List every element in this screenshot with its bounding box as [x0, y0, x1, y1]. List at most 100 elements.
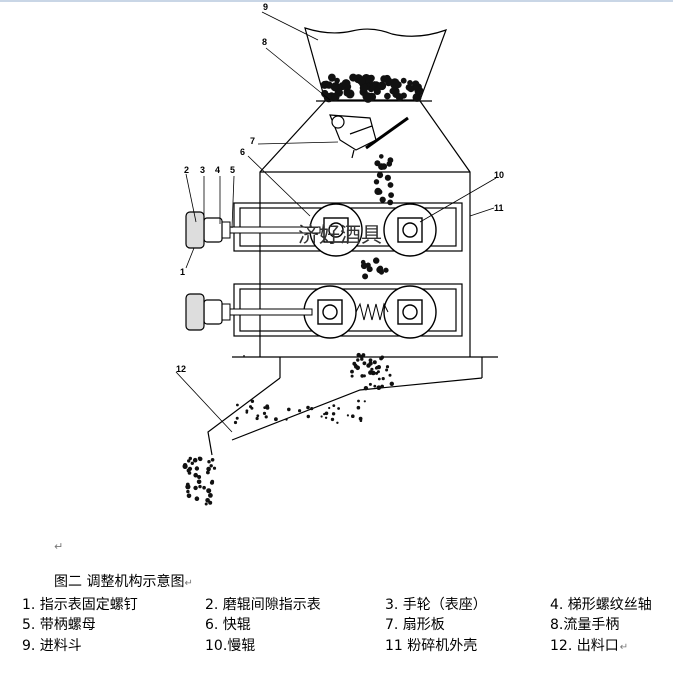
figure-caption: 图二 调整机构示意图↵	[54, 571, 193, 591]
grain	[345, 89, 355, 99]
grain	[358, 416, 363, 421]
grain	[383, 267, 389, 273]
grain	[359, 83, 369, 93]
grain	[377, 265, 384, 272]
grain	[331, 412, 336, 416]
grain	[356, 352, 361, 358]
grain	[385, 77, 393, 84]
grain	[392, 90, 400, 98]
grain	[256, 414, 260, 418]
grain	[331, 92, 340, 101]
grain	[368, 382, 372, 386]
grain	[185, 484, 191, 490]
grain	[205, 498, 210, 503]
grain	[385, 368, 389, 372]
legend-item: 1. 指示表固定螺钉	[22, 597, 138, 613]
grain	[235, 416, 239, 420]
grain	[385, 365, 390, 369]
grain	[233, 420, 238, 425]
grain	[287, 407, 291, 412]
grain	[321, 89, 329, 98]
grain	[359, 419, 363, 423]
grain	[341, 79, 351, 88]
grain	[407, 85, 415, 93]
grain	[352, 361, 357, 366]
grain	[380, 384, 385, 389]
grain	[368, 361, 373, 366]
grain	[324, 411, 329, 416]
grain	[366, 266, 373, 273]
flow-handle	[365, 116, 409, 150]
grain	[372, 360, 377, 365]
callout-4: 4	[215, 165, 220, 175]
grain	[187, 459, 191, 463]
grain	[387, 157, 394, 164]
grain	[208, 493, 213, 498]
grain	[182, 463, 188, 469]
grain	[379, 154, 384, 159]
grain	[245, 410, 249, 413]
grain	[194, 466, 200, 471]
grain	[262, 411, 267, 415]
grain	[346, 414, 349, 417]
grain	[330, 417, 335, 422]
legend-item: 10.慢辊	[205, 638, 256, 654]
legend-item: 5. 带柄螺母	[22, 617, 96, 633]
grain	[337, 407, 340, 410]
paragraph-mark: ↵	[619, 642, 629, 653]
grain	[376, 370, 380, 374]
grain	[360, 357, 364, 361]
grain	[196, 479, 202, 485]
grain	[325, 81, 333, 89]
grain	[285, 418, 288, 421]
handwheel-lower	[185, 293, 223, 331]
grain	[379, 196, 386, 203]
grain	[380, 355, 385, 360]
legend-item: 12. 出料口↵	[550, 637, 628, 657]
legend-item: 4. 梯形螺纹丝轴	[550, 597, 652, 613]
grain	[376, 365, 381, 370]
grain	[387, 182, 394, 188]
grain	[368, 370, 373, 375]
callout-10: 10	[494, 170, 504, 180]
callout-1: 1	[180, 267, 185, 277]
slow-roller-upper	[383, 203, 437, 257]
grain	[380, 75, 388, 83]
grain	[197, 475, 202, 479]
grain	[236, 403, 239, 407]
grain	[377, 377, 381, 381]
grain	[376, 385, 382, 391]
paragraph-mark: ↵	[54, 540, 64, 553]
callout-leaders	[175, 11, 497, 433]
grain	[374, 187, 382, 195]
grain	[210, 458, 215, 462]
grain	[190, 461, 194, 465]
grain	[407, 80, 413, 86]
grain	[202, 485, 206, 490]
grain	[206, 466, 211, 472]
grain	[350, 374, 354, 378]
fast-roller-lower	[303, 285, 357, 339]
grain	[306, 405, 310, 410]
legend-item: 6. 快辊	[205, 617, 251, 633]
grain	[197, 456, 202, 460]
callout-7: 7	[250, 136, 255, 146]
grain	[330, 83, 339, 92]
grain	[355, 364, 358, 368]
grain	[310, 407, 314, 411]
grain	[388, 192, 394, 199]
grain	[362, 273, 369, 280]
legend-item: 8.流量手柄	[550, 617, 620, 633]
grain	[363, 400, 366, 403]
handwheel-upper	[185, 211, 223, 249]
grain	[209, 480, 215, 485]
grain	[377, 172, 382, 177]
grain	[274, 417, 278, 422]
grain	[188, 456, 192, 461]
grain	[328, 406, 331, 410]
grain	[357, 399, 360, 403]
grain	[350, 369, 354, 374]
legend-item-text: 12. 出料口	[550, 638, 619, 654]
grain	[334, 77, 340, 84]
grain	[332, 404, 336, 407]
